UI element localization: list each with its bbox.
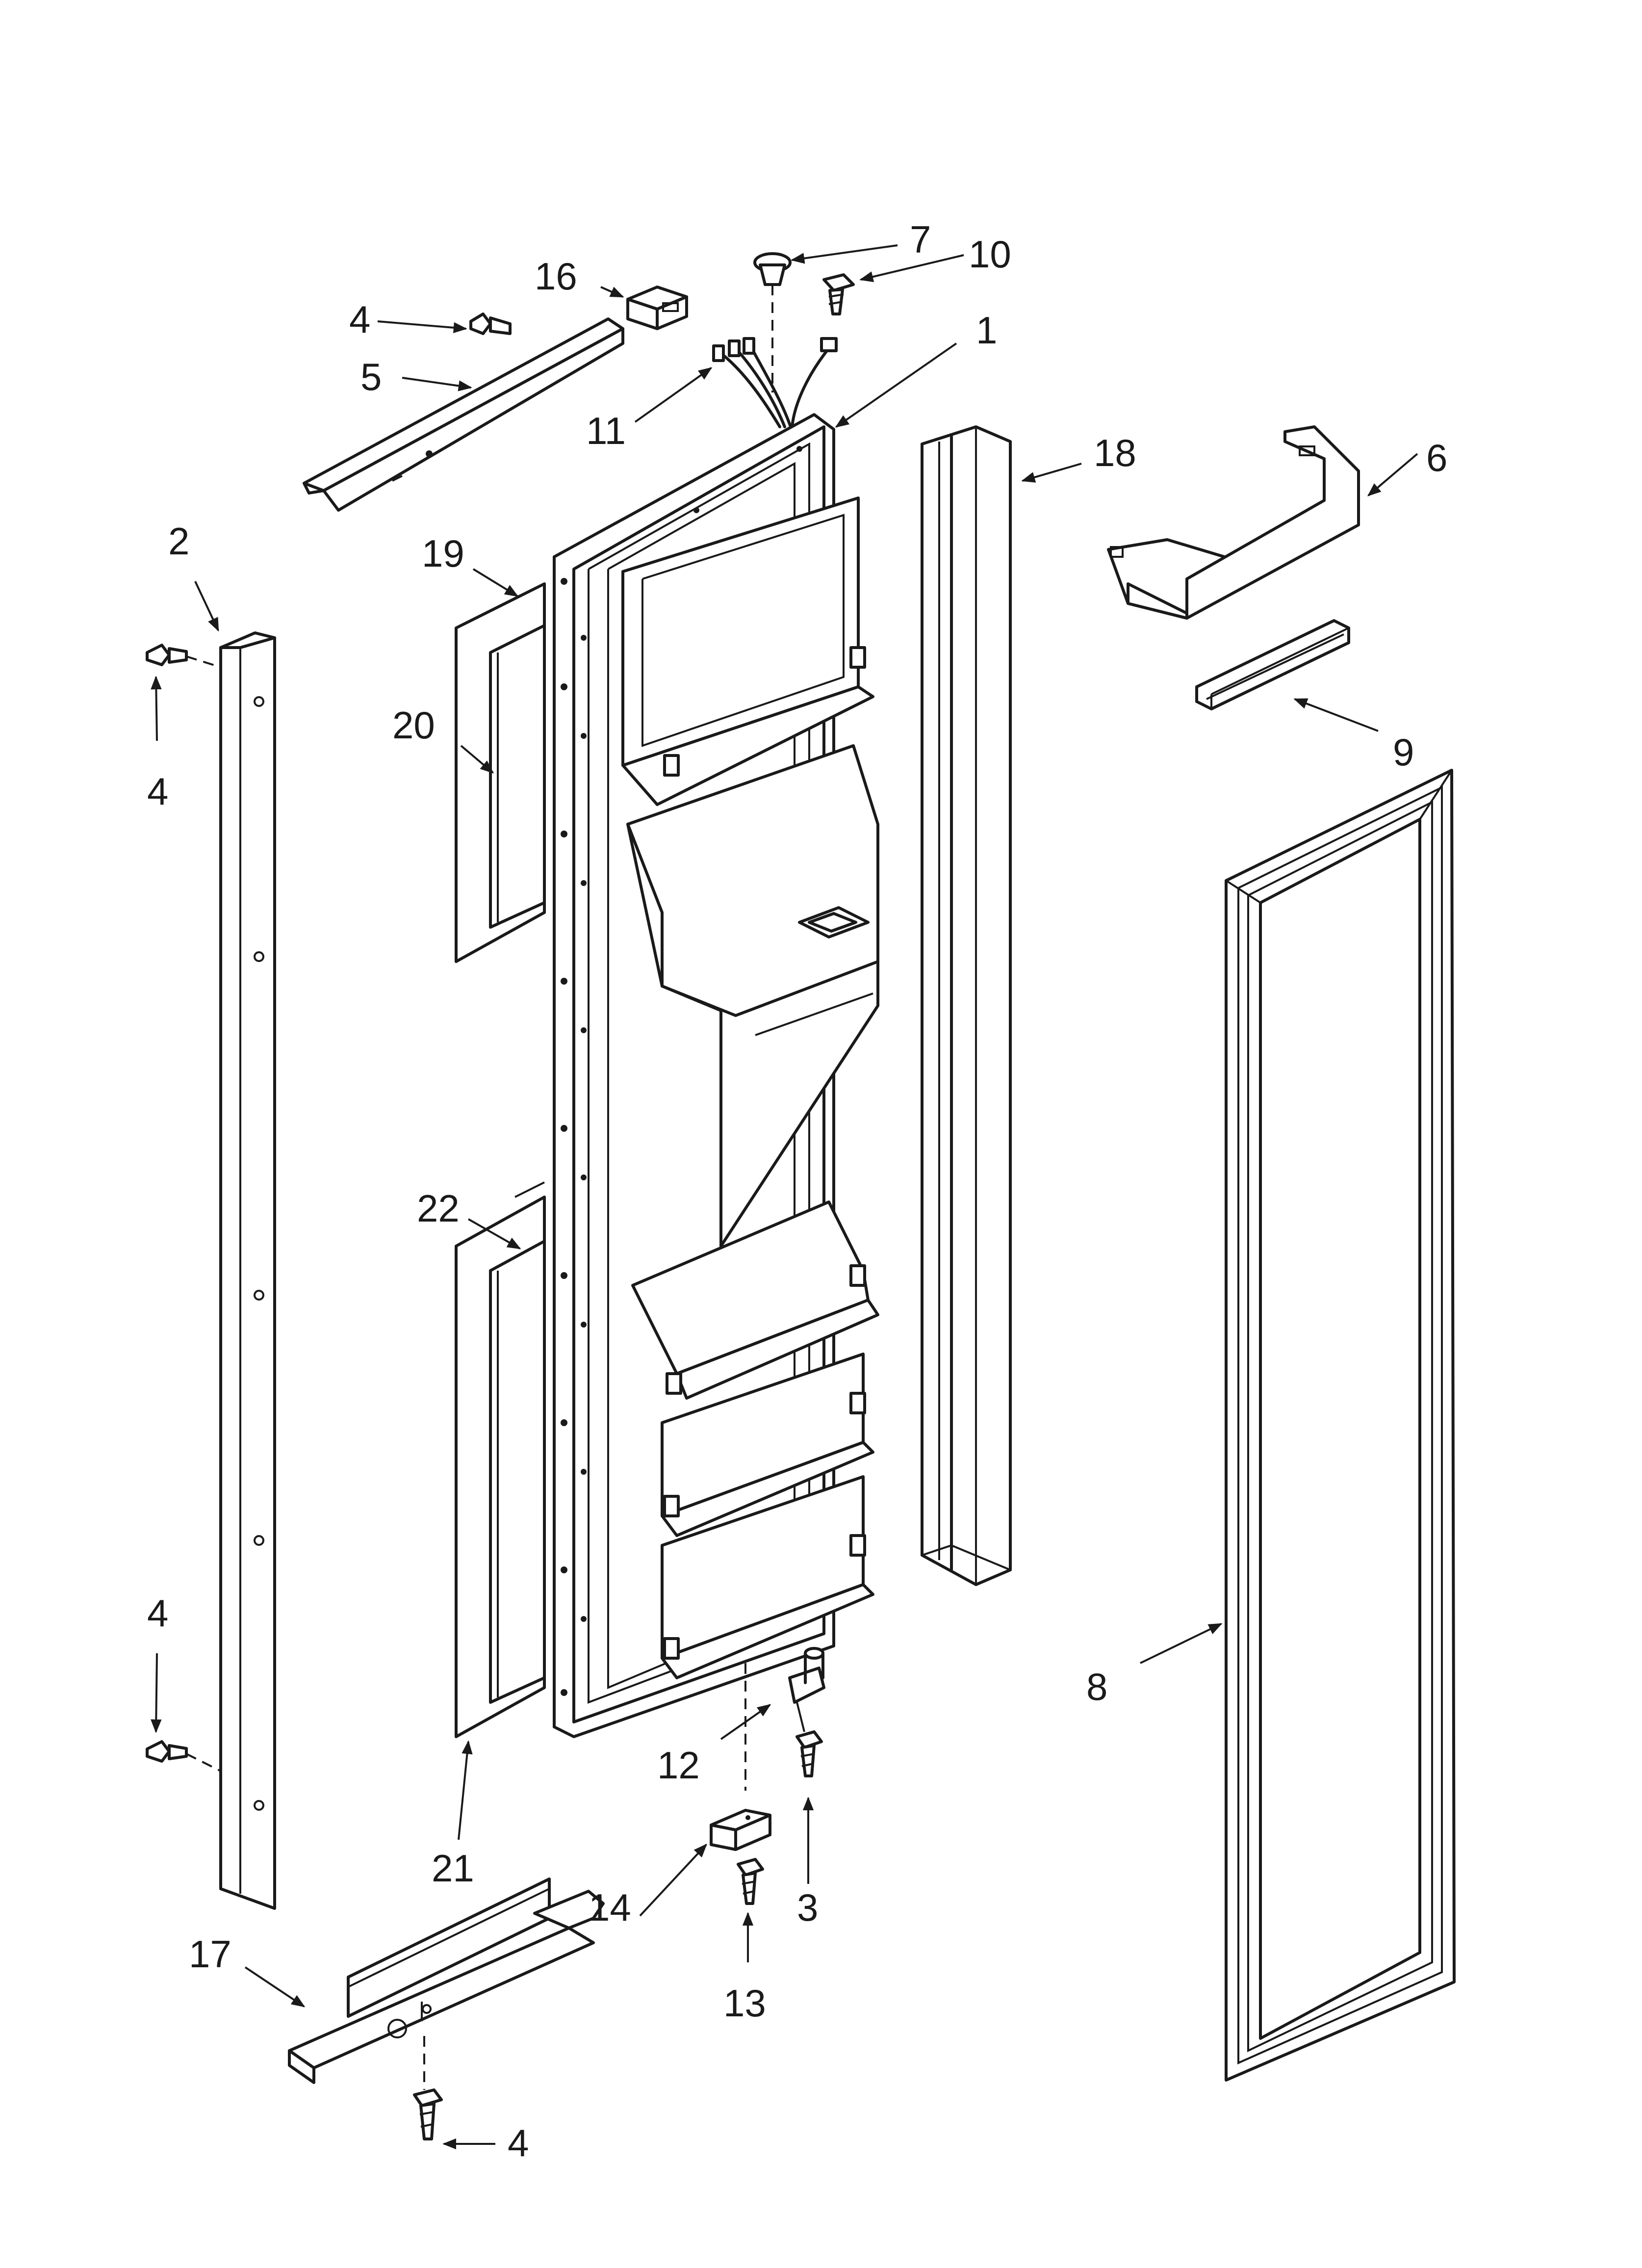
callout-4-lower-left: 4 [147,1591,168,1635]
callout-9: 9 [1393,730,1414,774]
part-1-door-liner [553,413,879,1738]
callout-5: 5 [360,355,382,398]
part-4-screw-upper-left [146,644,221,668]
part-8-door-gasket [1225,769,1456,2082]
part-17-bottom-bracket [288,1877,605,2090]
part-7-plug [753,252,792,392]
part-13-screw [737,1858,764,1905]
part-3-screw [795,1730,823,1777]
part-4-screw-lower-left [146,1740,221,1772]
part-20-upper-panel-insulation [489,624,546,929]
callout-7: 7 [910,218,931,261]
callout-6: 6 [1426,436,1447,479]
callout-20: 20 [392,704,435,747]
part-4-screw-top [469,313,512,335]
callout-16: 16 [535,255,577,298]
callout-12: 12 [657,1744,700,1787]
callout-3: 3 [797,1886,818,1929]
callout-18: 18 [1094,431,1136,474]
callout-21: 21 [432,1847,474,1890]
callout-17: 17 [189,1932,231,1976]
part-5-hinge-cover [303,317,624,512]
callout-11: 11 [586,409,626,452]
callout-4-bottom: 4 [508,2121,529,2164]
part-14-block [710,1809,771,1851]
callout-8: 8 [1086,1665,1107,1708]
callout-10: 10 [969,233,1011,276]
part-9-rail [1195,619,1350,710]
callout-22: 22 [417,1187,460,1230]
part-16-switch [626,286,688,330]
part-22-lower-panel-insulation [489,1181,546,1704]
callout-13: 13 [723,1981,766,2025]
callout-2: 2 [168,520,189,563]
callout-14: 14 [589,1886,631,1929]
part-6-door-bin [1107,425,1360,620]
part-2-side-trim [219,631,276,1910]
part-18-door-trim [921,425,1012,1586]
callout-1: 1 [976,309,997,352]
leader-lines [151,244,1418,2150]
part-4-screw-bottom [413,2088,443,2140]
part-11-wire-harness [712,337,838,428]
callout-19: 19 [422,532,464,575]
part-10-screw [822,273,855,315]
part-12-lower-hinge [744,1647,825,1791]
callout-labels: 1 2 3 4 4 4 4 5 6 7 8 9 10 11 12 13 14 1… [147,218,1447,2164]
callout-4-top: 4 [349,298,370,341]
callout-4-upper-left: 4 [147,770,168,813]
